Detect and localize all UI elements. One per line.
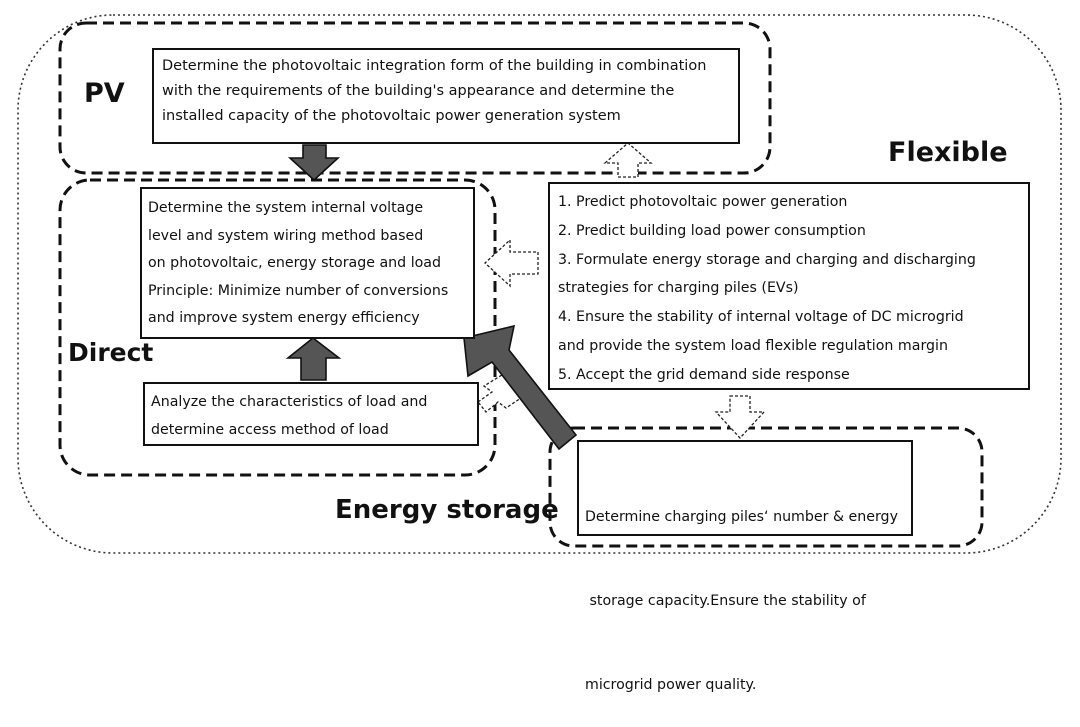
load-box: Analyze the characteristics of load and … (143, 382, 479, 446)
pv-group-outline (58, 21, 772, 175)
storage-box-line: microgrid power quality. (585, 677, 757, 693)
flexible-box-line: 3. Formulate energy storage and charging… (558, 251, 976, 268)
storage-box: Determine charging piles‘ number & energ… (577, 440, 913, 693)
arrow-pv-to-direct (287, 144, 341, 182)
load-box-line: determine access method of load (151, 422, 389, 438)
flexible-label: Flexible (888, 137, 1008, 168)
storage-box-line: Determine charging piles‘ number & energ… (585, 509, 898, 525)
flexible-box-line: 5. Accept the grid demand side response (558, 366, 850, 383)
direct-label: Direct (68, 338, 154, 367)
diagram-canvas (17, 14, 1062, 554)
arrow-flexible-to-direct (484, 238, 539, 288)
arrow-storage-to-direct (463, 324, 578, 451)
load-box-line: Analyze the characteristics of load and (151, 394, 428, 410)
direct-box-line: and improve system energy efficiency (148, 310, 420, 326)
arrow-flexible-to-pv (603, 142, 653, 178)
flexible-box-line: 2. Predict building load power consumpti… (558, 222, 866, 239)
pv-box-line: with the requirements of the building's … (162, 83, 675, 99)
direct-group-outline (58, 178, 497, 477)
arrow-load-to-direct (285, 336, 342, 381)
direct-box-line: Principle: Minimize number of conversion… (148, 282, 449, 299)
flexible-box: 1. Predict photovoltaic power generation… (548, 182, 1030, 390)
direct-box-line: on photovoltaic, energy storage and load (148, 255, 442, 271)
flexible-box-line: strategies for charging piles (EVs) (558, 280, 799, 297)
flexible-box-line: and provide the system load flexible reg… (558, 337, 948, 354)
direct-box: Determine the system internal voltage le… (140, 187, 475, 339)
flexible-box-line: 1. Predict photovoltaic power generation (558, 194, 848, 210)
pv-box: Determine the photovoltaic integration f… (152, 48, 740, 144)
energy-storage-label: Energy storage (335, 495, 559, 525)
direct-box-line: Determine the system internal voltage (148, 200, 424, 216)
flexible-box-line: 4. Ensure the stability of internal volt… (558, 309, 964, 326)
outer-frame (17, 14, 1062, 554)
pv-label: PV (84, 78, 125, 109)
storage-box-line: storage capacity.Ensure the stability of (585, 593, 866, 609)
pv-box-line: installed capacity of the photovoltaic p… (162, 108, 621, 124)
direct-box-line: level and system wiring method based (148, 227, 424, 244)
pv-box-line: Determine the photovoltaic integration f… (162, 58, 707, 74)
arrow-flexible-to-storage (714, 395, 766, 439)
storage-group-outline (548, 426, 984, 548)
